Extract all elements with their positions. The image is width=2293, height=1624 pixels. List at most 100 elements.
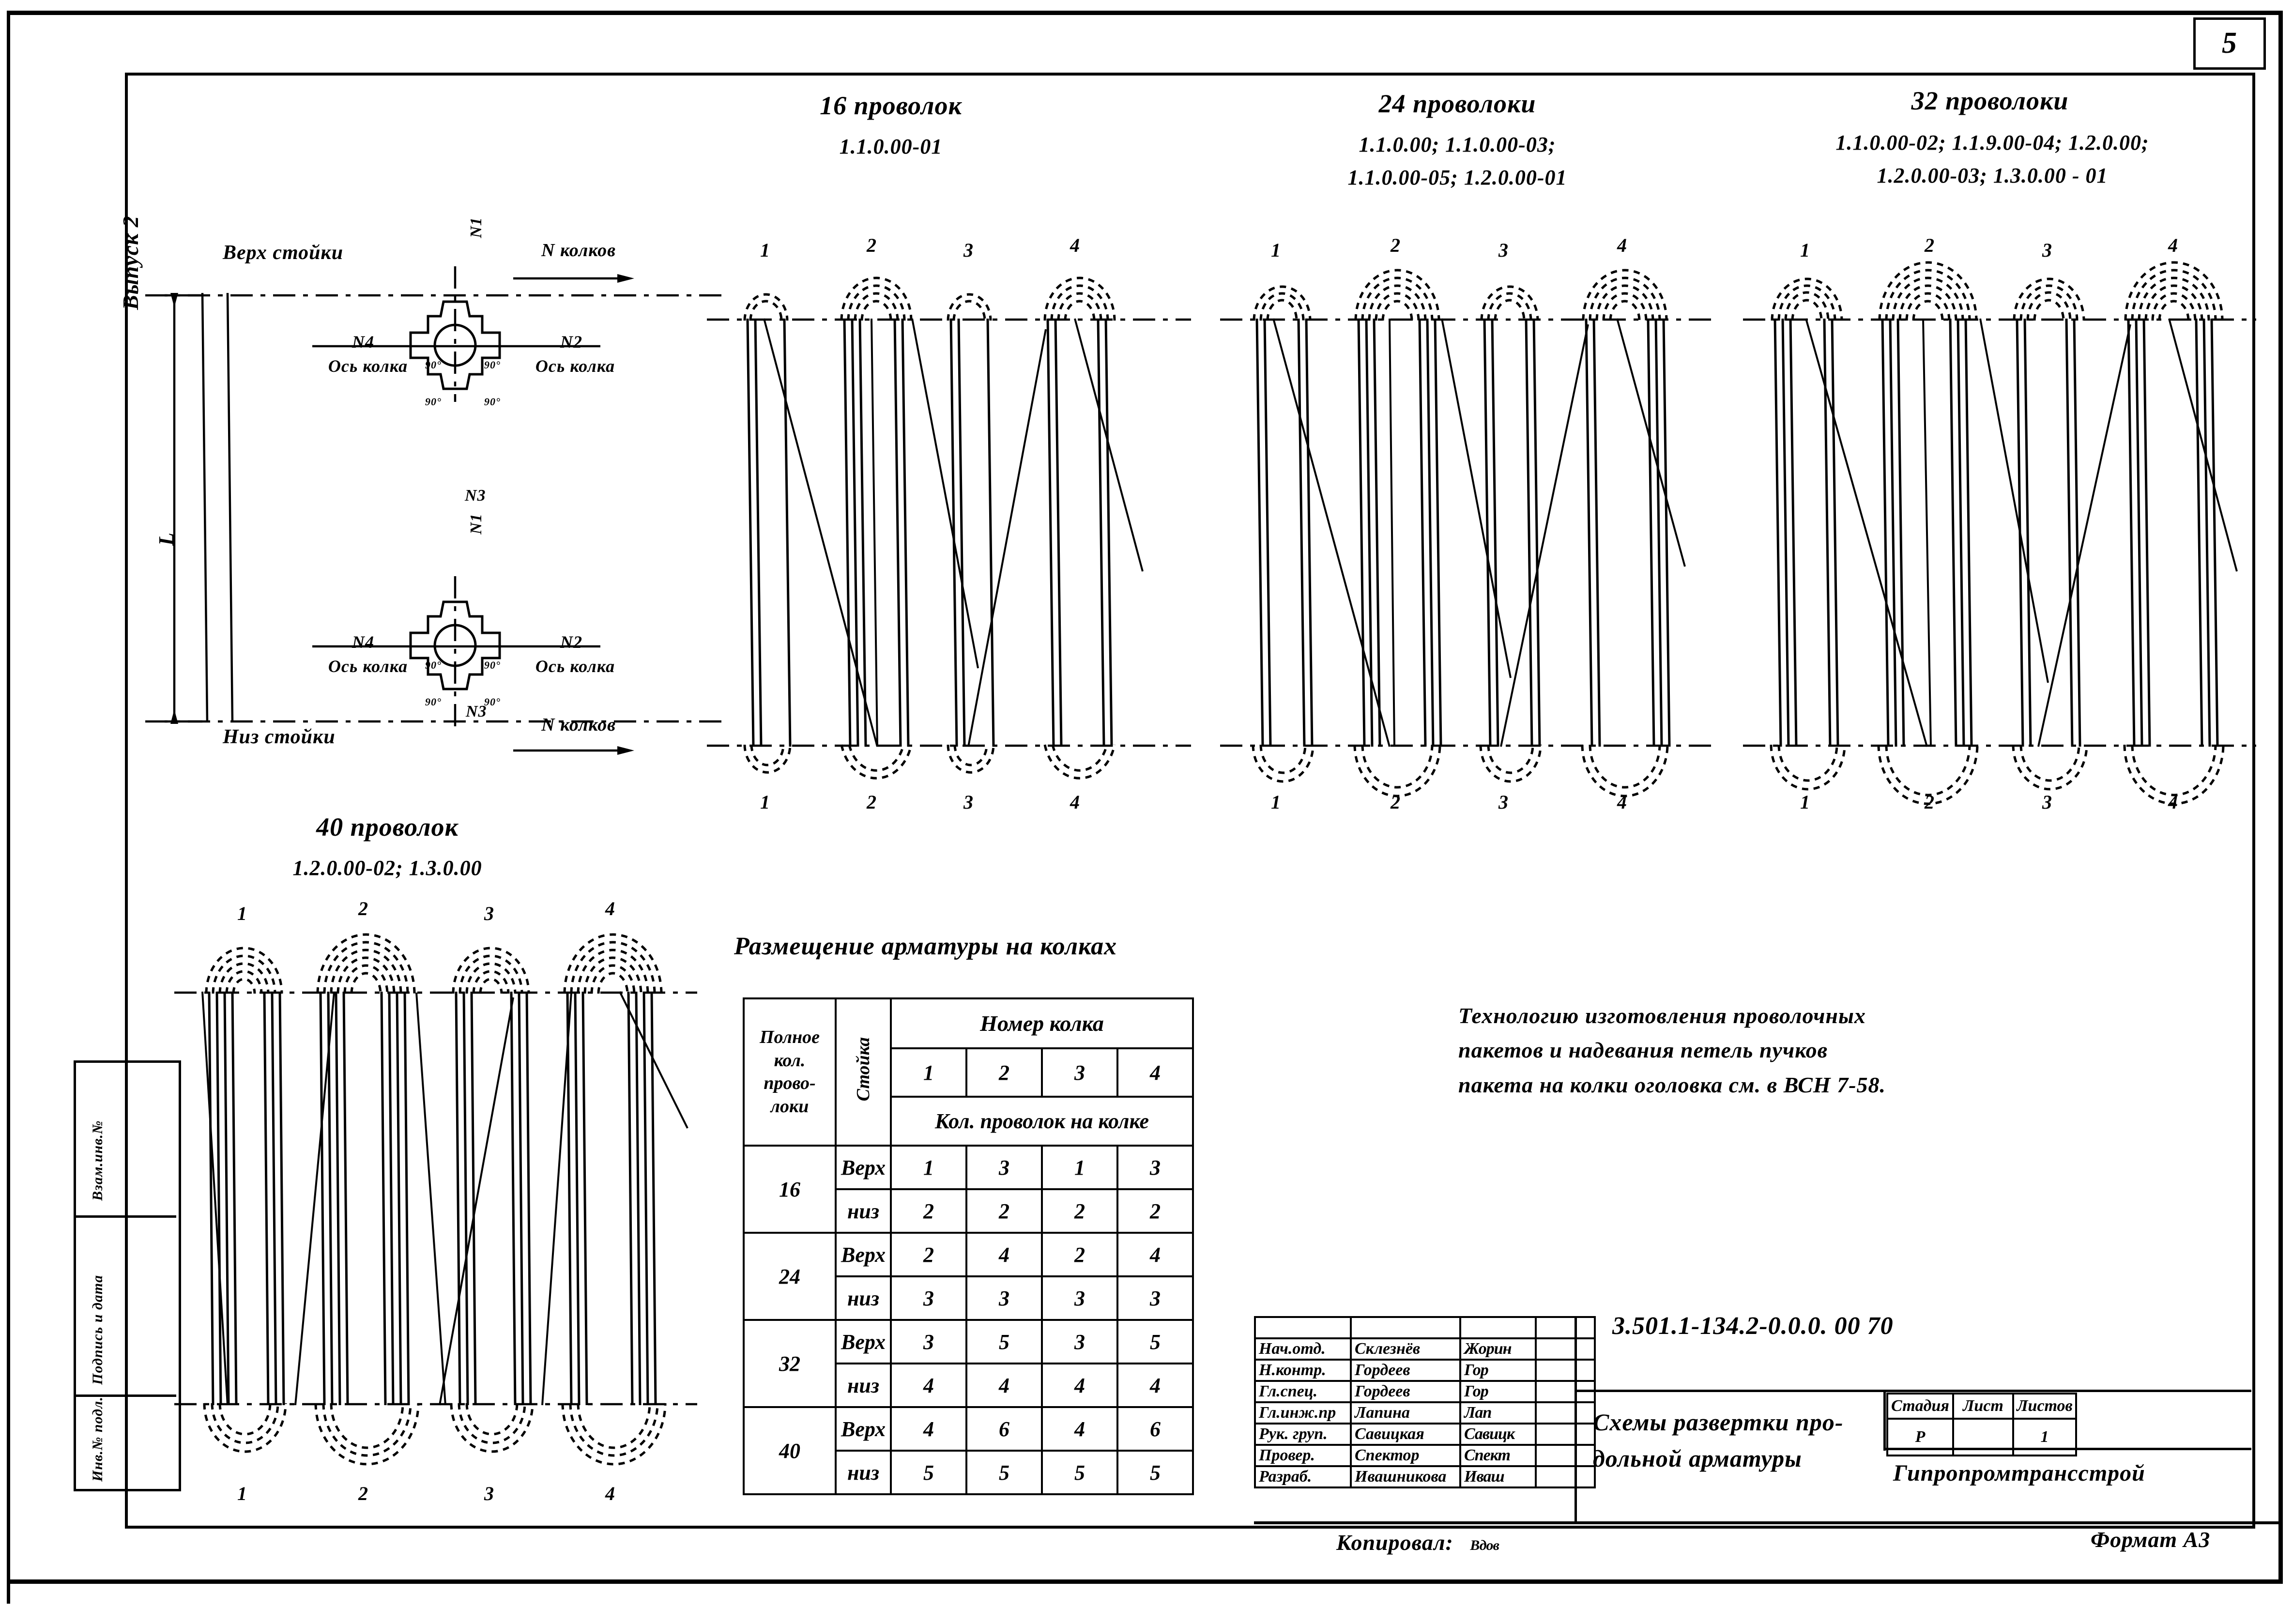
- title-block-right-region: [1575, 1316, 2254, 1524]
- tb-role-3: Гл.инж.пр: [1254, 1401, 1352, 1425]
- panel-40-codes: 1.2.0.00-02; 1.3.0.00: [292, 856, 482, 880]
- tb-name-5: Спектор: [1350, 1444, 1461, 1467]
- placement-side-16-bottom: низ: [835, 1188, 892, 1234]
- sheet-number-box: 5: [2193, 17, 2266, 70]
- detail-bottom-n2: N2: [560, 632, 582, 652]
- tech-note-line-2: пакетов и надевания петель пучков: [1458, 1038, 1828, 1063]
- mark-n3-bottom: N3: [466, 703, 487, 720]
- placement-side-40-bottom: низ: [835, 1450, 892, 1495]
- tb-sign-4: Савицк: [1459, 1423, 1537, 1446]
- detail-bottom-axis-right: Ось колка: [535, 657, 615, 676]
- tb-name-1: Гордеев: [1350, 1359, 1461, 1382]
- issue-label: Выпуск 2: [118, 215, 143, 310]
- svg-text:4: 4: [2168, 234, 2178, 256]
- meta-value-sheets: 1: [2012, 1418, 2077, 1456]
- svg-text:4: 4: [1070, 791, 1080, 813]
- angle-bottom-2: 90°: [484, 659, 501, 671]
- placement-32-bot-1: 4: [890, 1363, 967, 1408]
- detail-top-axis-right: Ось колка: [535, 356, 615, 376]
- drawing-frame: [125, 73, 2255, 1529]
- placement-side-32-top: Верх: [835, 1319, 892, 1364]
- sheet-bottom-rule: [7, 1579, 2282, 1584]
- placement-peg-header-4: 4: [1116, 1047, 1194, 1098]
- left-edge-strip-rule-2: [74, 1394, 176, 1397]
- panel-16-codes: 1.1.0.00-01: [839, 135, 943, 158]
- tb-sign-1: Гор: [1459, 1359, 1537, 1382]
- placement-40-top-3: 4: [1041, 1406, 1118, 1452]
- angle-top-2: 90°: [484, 359, 501, 371]
- tech-note-line-1: Технологию изготовления проволочных: [1458, 1003, 1866, 1028]
- placement-16-top-4: 3: [1116, 1145, 1194, 1190]
- svg-text:3: 3: [484, 1483, 494, 1504]
- svg-text:1: 1: [1271, 791, 1281, 813]
- svg-text:1: 1: [1271, 239, 1281, 261]
- title-block-vertical-separator: [1883, 1390, 1886, 1451]
- table-row: Н.контр. Гордеев Гор: [1254, 1359, 1596, 1382]
- placement-40-top-2: 6: [965, 1406, 1043, 1452]
- left-strip-label-1: Подпись и дата: [90, 1274, 106, 1385]
- tb-sign-6: Иваш: [1459, 1465, 1537, 1488]
- top-of-stand-label: Верх стойки: [223, 242, 344, 264]
- table-row: Разраб. Ивашникова Иваш: [1254, 1465, 1596, 1488]
- svg-text:1: 1: [760, 791, 770, 813]
- placement-16-bot-2: 2: [965, 1188, 1043, 1234]
- panel-32-codes: 1.1.0.00-02; 1.1.9.00-04; 1.2.0.00;: [1835, 131, 2149, 154]
- placement-24-top-2: 4: [965, 1232, 1043, 1277]
- tb-role-0: Нач.отд.: [1254, 1337, 1352, 1361]
- angle-top-4: 90°: [484, 396, 501, 408]
- drawing-title: Схемы развертки про- дольной арматуры: [1593, 1404, 1864, 1477]
- placement-24-top-4: 4: [1116, 1232, 1194, 1277]
- placement-40-bot-2: 5: [965, 1450, 1043, 1495]
- sheet-outer-border: [7, 11, 2286, 1604]
- angle-bottom-1: 90°: [425, 659, 442, 671]
- svg-text:3: 3: [2042, 791, 2052, 813]
- svg-text:1: 1: [760, 239, 770, 261]
- placement-side-16-top: Верх: [835, 1145, 892, 1190]
- format-label: Формат А3: [2091, 1527, 2211, 1552]
- mark-n3-top: N3: [465, 487, 486, 505]
- placement-col-side: Стойка: [853, 1037, 873, 1102]
- sheet-top-rule: [7, 11, 2280, 15]
- panel-24-codes-2: 1.1.0.00-05; 1.2.0.00-01: [1347, 166, 1567, 189]
- angle-bottom-3: 90°: [425, 696, 442, 708]
- placement-side-40-top: Верх: [835, 1406, 892, 1452]
- tb-date-6: [1535, 1465, 1596, 1488]
- placement-peg-header-2: 2: [965, 1047, 1043, 1098]
- svg-text:2: 2: [358, 898, 368, 919]
- detail-top-axis-left: Ось колка: [328, 356, 408, 376]
- placement-40-bot-1: 5: [890, 1450, 967, 1495]
- svg-text:4: 4: [2168, 791, 2178, 813]
- svg-text:4: 4: [605, 898, 615, 919]
- bottom-of-stand-label: Низ стойки: [223, 726, 336, 748]
- svg-text:1: 1: [1800, 239, 1810, 261]
- table-row: Провер. Спектор Спект: [1254, 1444, 1596, 1467]
- svg-text:4: 4: [1617, 791, 1627, 813]
- placement-col-group: Номер колка: [890, 997, 1194, 1049]
- tb-date-0: [1535, 1337, 1596, 1361]
- placement-16-bot-4: 2: [1116, 1188, 1194, 1234]
- placement-side-24-top: Верх: [835, 1232, 892, 1277]
- placement-16-top-2: 3: [965, 1145, 1043, 1190]
- tb-name-0: Склезнёв: [1350, 1337, 1461, 1361]
- detail-top-n2: N2: [560, 332, 582, 352]
- table-row: Р 1: [1886, 1418, 2077, 1456]
- svg-text:4: 4: [605, 1483, 615, 1504]
- panel-16-diagram: 1 2 3 4 1 2 3 4: [707, 234, 1191, 813]
- length-dimension-label: L: [154, 532, 178, 546]
- placement-total-40: 40: [743, 1406, 837, 1495]
- copied-label: Копировал:: [1336, 1530, 1453, 1555]
- svg-text:4: 4: [1070, 234, 1080, 256]
- tb-date-1: [1535, 1359, 1596, 1382]
- placement-16-top-1: 1: [890, 1145, 967, 1190]
- tb-role-4: Рук. груп.: [1254, 1423, 1352, 1446]
- svg-text:4: 4: [1617, 234, 1627, 256]
- tb-date-4: [1535, 1423, 1596, 1446]
- left-strip-label-0: Взам.инв.№: [90, 1120, 106, 1201]
- svg-text:1: 1: [237, 903, 247, 924]
- tb-name-2: Гордеев: [1350, 1380, 1461, 1403]
- svg-text:3: 3: [963, 239, 973, 261]
- table-row: 24 Верх 2 4 2 4: [743, 1232, 1194, 1321]
- svg-text:2: 2: [358, 1483, 368, 1504]
- placement-40-top-4: 6: [1116, 1406, 1194, 1452]
- tb-date-3: [1535, 1401, 1596, 1425]
